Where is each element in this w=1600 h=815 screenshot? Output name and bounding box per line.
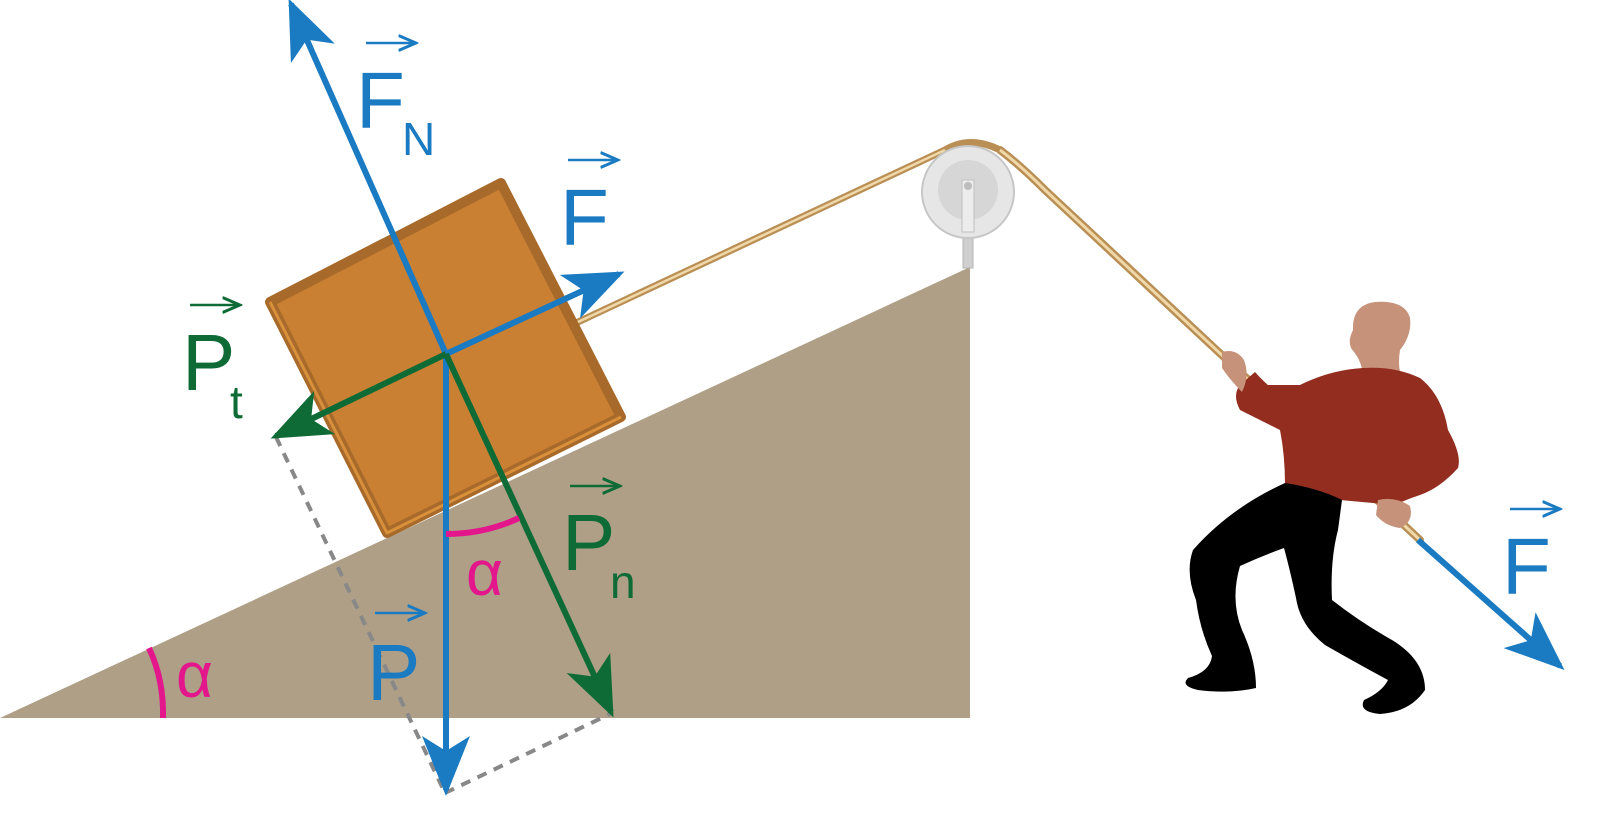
inclined-ramp — [0, 267, 970, 718]
svg-text:t: t — [230, 376, 243, 428]
label-angle-ramp: α — [176, 639, 213, 711]
label-normal-force: F N — [356, 43, 435, 165]
weight-normal-arrow — [443, 352, 614, 718]
pull-force-arrow-block — [444, 271, 625, 357]
label-pull-force-right: F — [1502, 509, 1560, 611]
ramp-angle-arc — [146, 646, 167, 719]
component-guide-lines — [274, 436, 613, 795]
block-angle-arc — [445, 515, 521, 537]
pull-force-arrow-man — [1416, 537, 1565, 670]
svg-text:P: P — [367, 628, 420, 717]
label-weight-tangential: P t — [182, 305, 243, 428]
label-weight: P — [367, 613, 425, 717]
weight-tangential-arrow — [270, 351, 448, 439]
svg-text:F: F — [1502, 522, 1551, 611]
label-pull-force-upper: F — [560, 160, 618, 262]
person-icon — [1185, 301, 1459, 714]
label-weight-normal: P n — [562, 486, 636, 608]
svg-text:P: P — [182, 318, 235, 407]
svg-text:P: P — [562, 498, 615, 587]
normal-force-arrow — [288, 0, 449, 356]
svg-text:N: N — [402, 113, 435, 165]
svg-text:F: F — [560, 173, 609, 262]
label-angle-block: α — [466, 537, 503, 609]
pulley-icon — [921, 145, 1015, 239]
svg-text:n: n — [610, 556, 636, 608]
svg-text:F: F — [356, 56, 405, 145]
